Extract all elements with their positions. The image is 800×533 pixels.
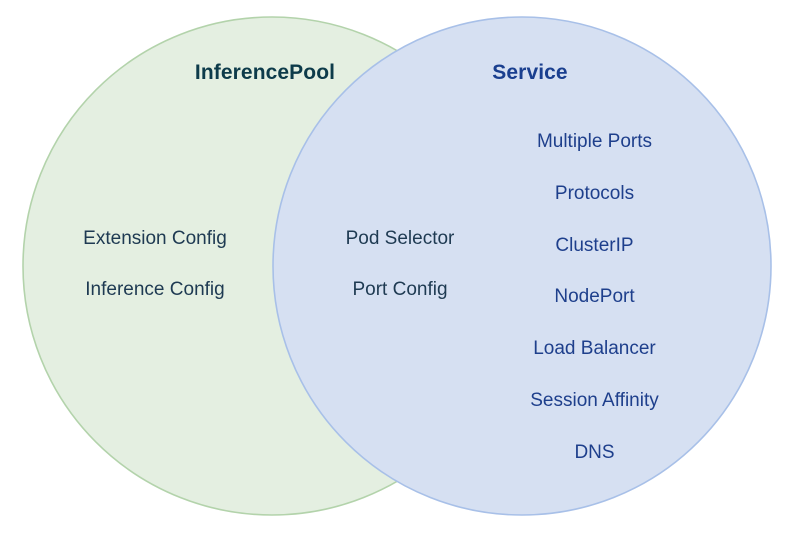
intersection-item-pod-selector: Pod Selector — [345, 228, 455, 249]
intersection-item-list: Pod Selector Port Config — [310, 228, 490, 302]
service-item-multiple-ports: Multiple Ports — [536, 131, 653, 152]
inferencepool-item-inference-config: Inference Config — [85, 278, 225, 300]
service-item-session-affinity: Session Affinity — [530, 389, 659, 411]
service-title: Service — [492, 61, 568, 84]
intersection-item-port-config: Port Config — [352, 278, 448, 300]
service-item-protocols: Protocols — [554, 182, 635, 204]
service-item-nodeport: NodePort — [554, 286, 635, 308]
inferencepool-title: InferencePool — [194, 61, 336, 84]
inferencepool-item-extension-config: Extension Config — [83, 228, 227, 249]
service-item-dns: DNS — [574, 441, 615, 463]
service-item-load-balancer: Load Balancer — [533, 338, 656, 360]
inferencepool-title-group: InferencePool — [130, 60, 400, 85]
service-item-list: Multiple Ports Protocols ClusterIP NodeP… — [487, 131, 702, 465]
service-item-clusterip: ClusterIP — [555, 234, 634, 256]
venn-circle-service[interactable] — [272, 16, 772, 516]
inferencepool-item-list: Extension Config Inference Config — [35, 228, 275, 302]
service-title-group: Service — [440, 60, 620, 85]
